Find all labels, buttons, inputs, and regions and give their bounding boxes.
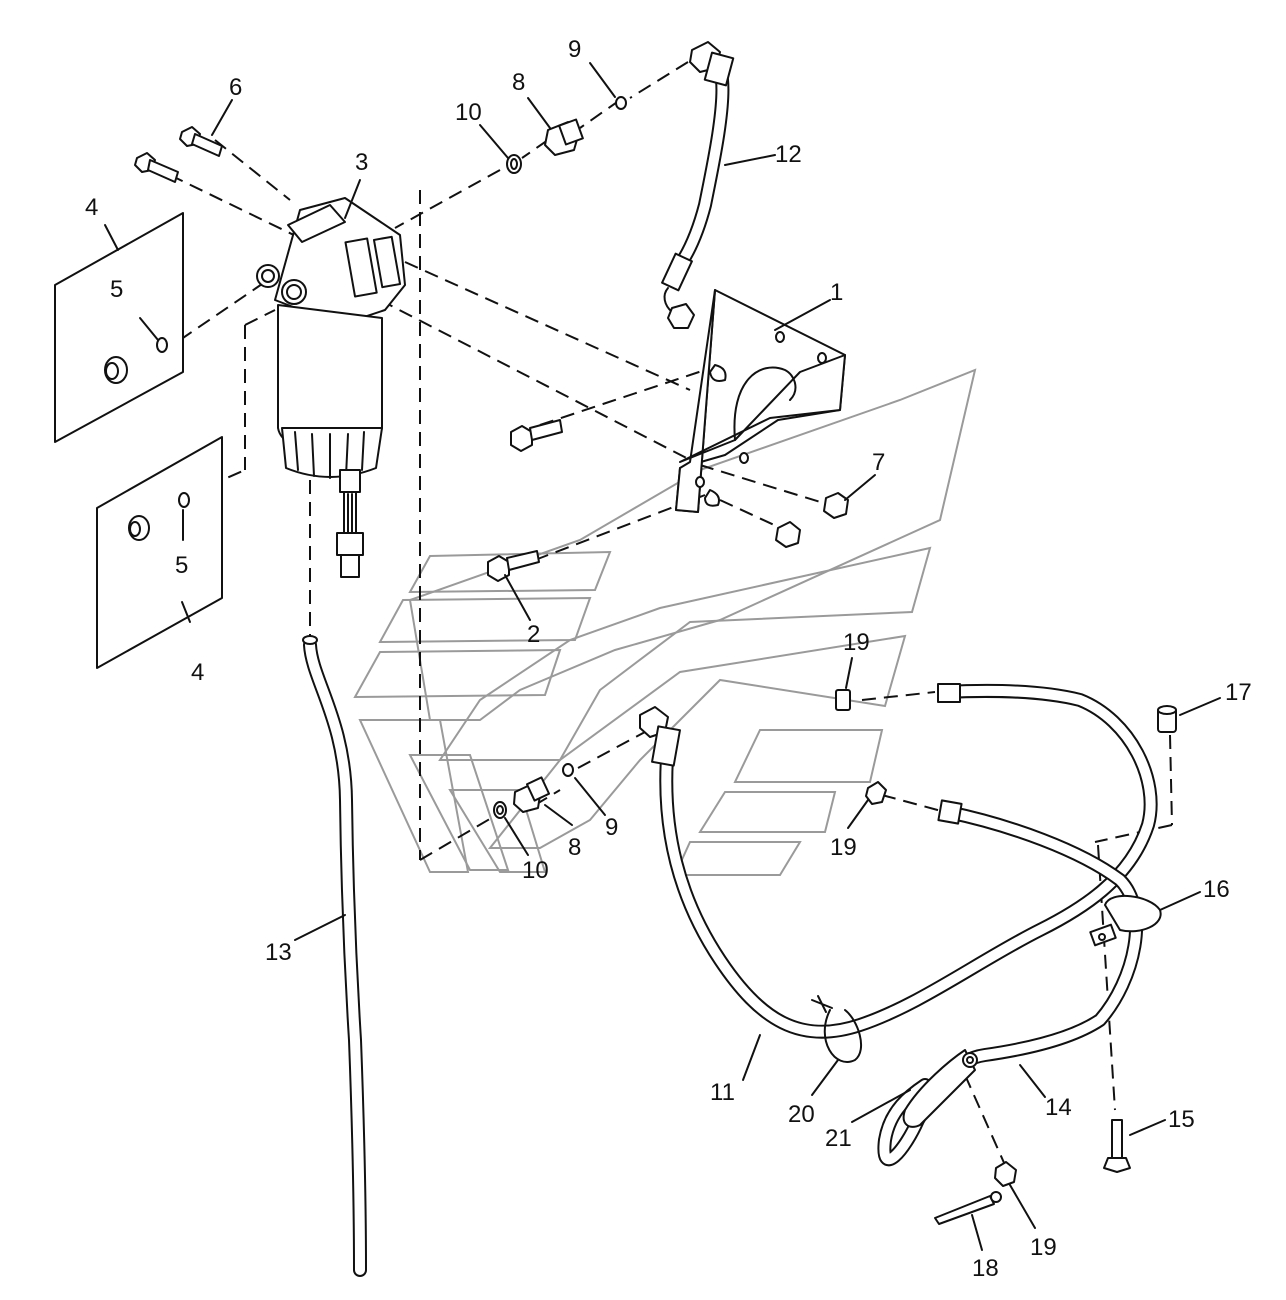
label-part-2: 2	[527, 621, 540, 648]
label-part-17: 17	[1225, 679, 1252, 706]
label-part-8-lower: 8	[568, 834, 581, 861]
gasket-sheet-upper	[54, 212, 184, 443]
part-number-labels: 1 2 3 4 4 5 5 6 7 8 8 9 9 10 10 11 12 13…	[85, 36, 1252, 1282]
fuel-filter-assembly	[256, 197, 406, 578]
label-part-10-lower: 10	[522, 857, 549, 884]
label-part-3: 3	[355, 149, 368, 176]
spacer-17	[1157, 705, 1177, 733]
bracket-bolt-upper	[510, 419, 563, 452]
nut-19-upper	[835, 689, 851, 711]
label-part-21: 21	[825, 1125, 852, 1152]
label-part-15: 15	[1168, 1106, 1195, 1133]
hose-clamp	[1089, 894, 1162, 947]
fitting-upper	[506, 96, 627, 174]
nut-upper	[823, 492, 849, 519]
mounting-bracket	[675, 289, 846, 513]
label-part-6: 6	[229, 74, 242, 101]
fuel-hose-main	[639, 683, 1158, 1039]
label-part-5-upper: 5	[110, 276, 123, 303]
fuel-hose-return	[877, 799, 1144, 1167]
label-part-18: 18	[972, 1255, 999, 1282]
alignment-lines	[169, 61, 1173, 1166]
nut-19-middle	[865, 781, 887, 805]
label-part-5-lower: 5	[175, 552, 188, 579]
label-part-7: 7	[872, 449, 885, 476]
label-part-16: 16	[1203, 876, 1230, 903]
bracket-bolt-lower	[487, 550, 540, 582]
label-part-10-upper: 10	[455, 99, 482, 126]
cable-tie	[811, 995, 863, 1063]
plug-upper	[104, 337, 168, 384]
drain-hose	[302, 635, 367, 1277]
label-part-13: 13	[265, 939, 292, 966]
leader-lines	[104, 62, 1221, 1251]
bolt-15	[1103, 1119, 1131, 1173]
nut-lower	[775, 521, 801, 548]
label-part-1: 1	[830, 279, 843, 306]
p-clip	[902, 1049, 978, 1128]
pin-18	[934, 1191, 1002, 1225]
label-part-20: 20	[788, 1101, 815, 1128]
plug-lower	[128, 492, 190, 541]
label-part-11: 11	[710, 1079, 735, 1106]
label-part-19-lower: 19	[1030, 1234, 1057, 1261]
label-part-9-lower: 9	[605, 814, 618, 841]
watermark-logo	[353, 368, 977, 876]
label-part-14: 14	[1045, 1094, 1072, 1121]
fuel-line-upper	[661, 41, 735, 329]
mounting-bolts-filter	[134, 126, 223, 183]
nut-19-lower	[994, 1161, 1017, 1187]
label-part-19-upper: 19	[843, 629, 870, 656]
label-part-9-upper: 9	[568, 36, 581, 63]
label-part-4-lower: 4	[191, 659, 204, 686]
label-part-4-upper: 4	[85, 194, 98, 221]
label-part-12: 12	[775, 141, 802, 168]
gasket-sheet-lower	[96, 436, 223, 669]
label-part-19-middle: 19	[830, 834, 857, 861]
label-part-8-upper: 8	[512, 69, 525, 96]
fitting-lower	[493, 763, 574, 819]
